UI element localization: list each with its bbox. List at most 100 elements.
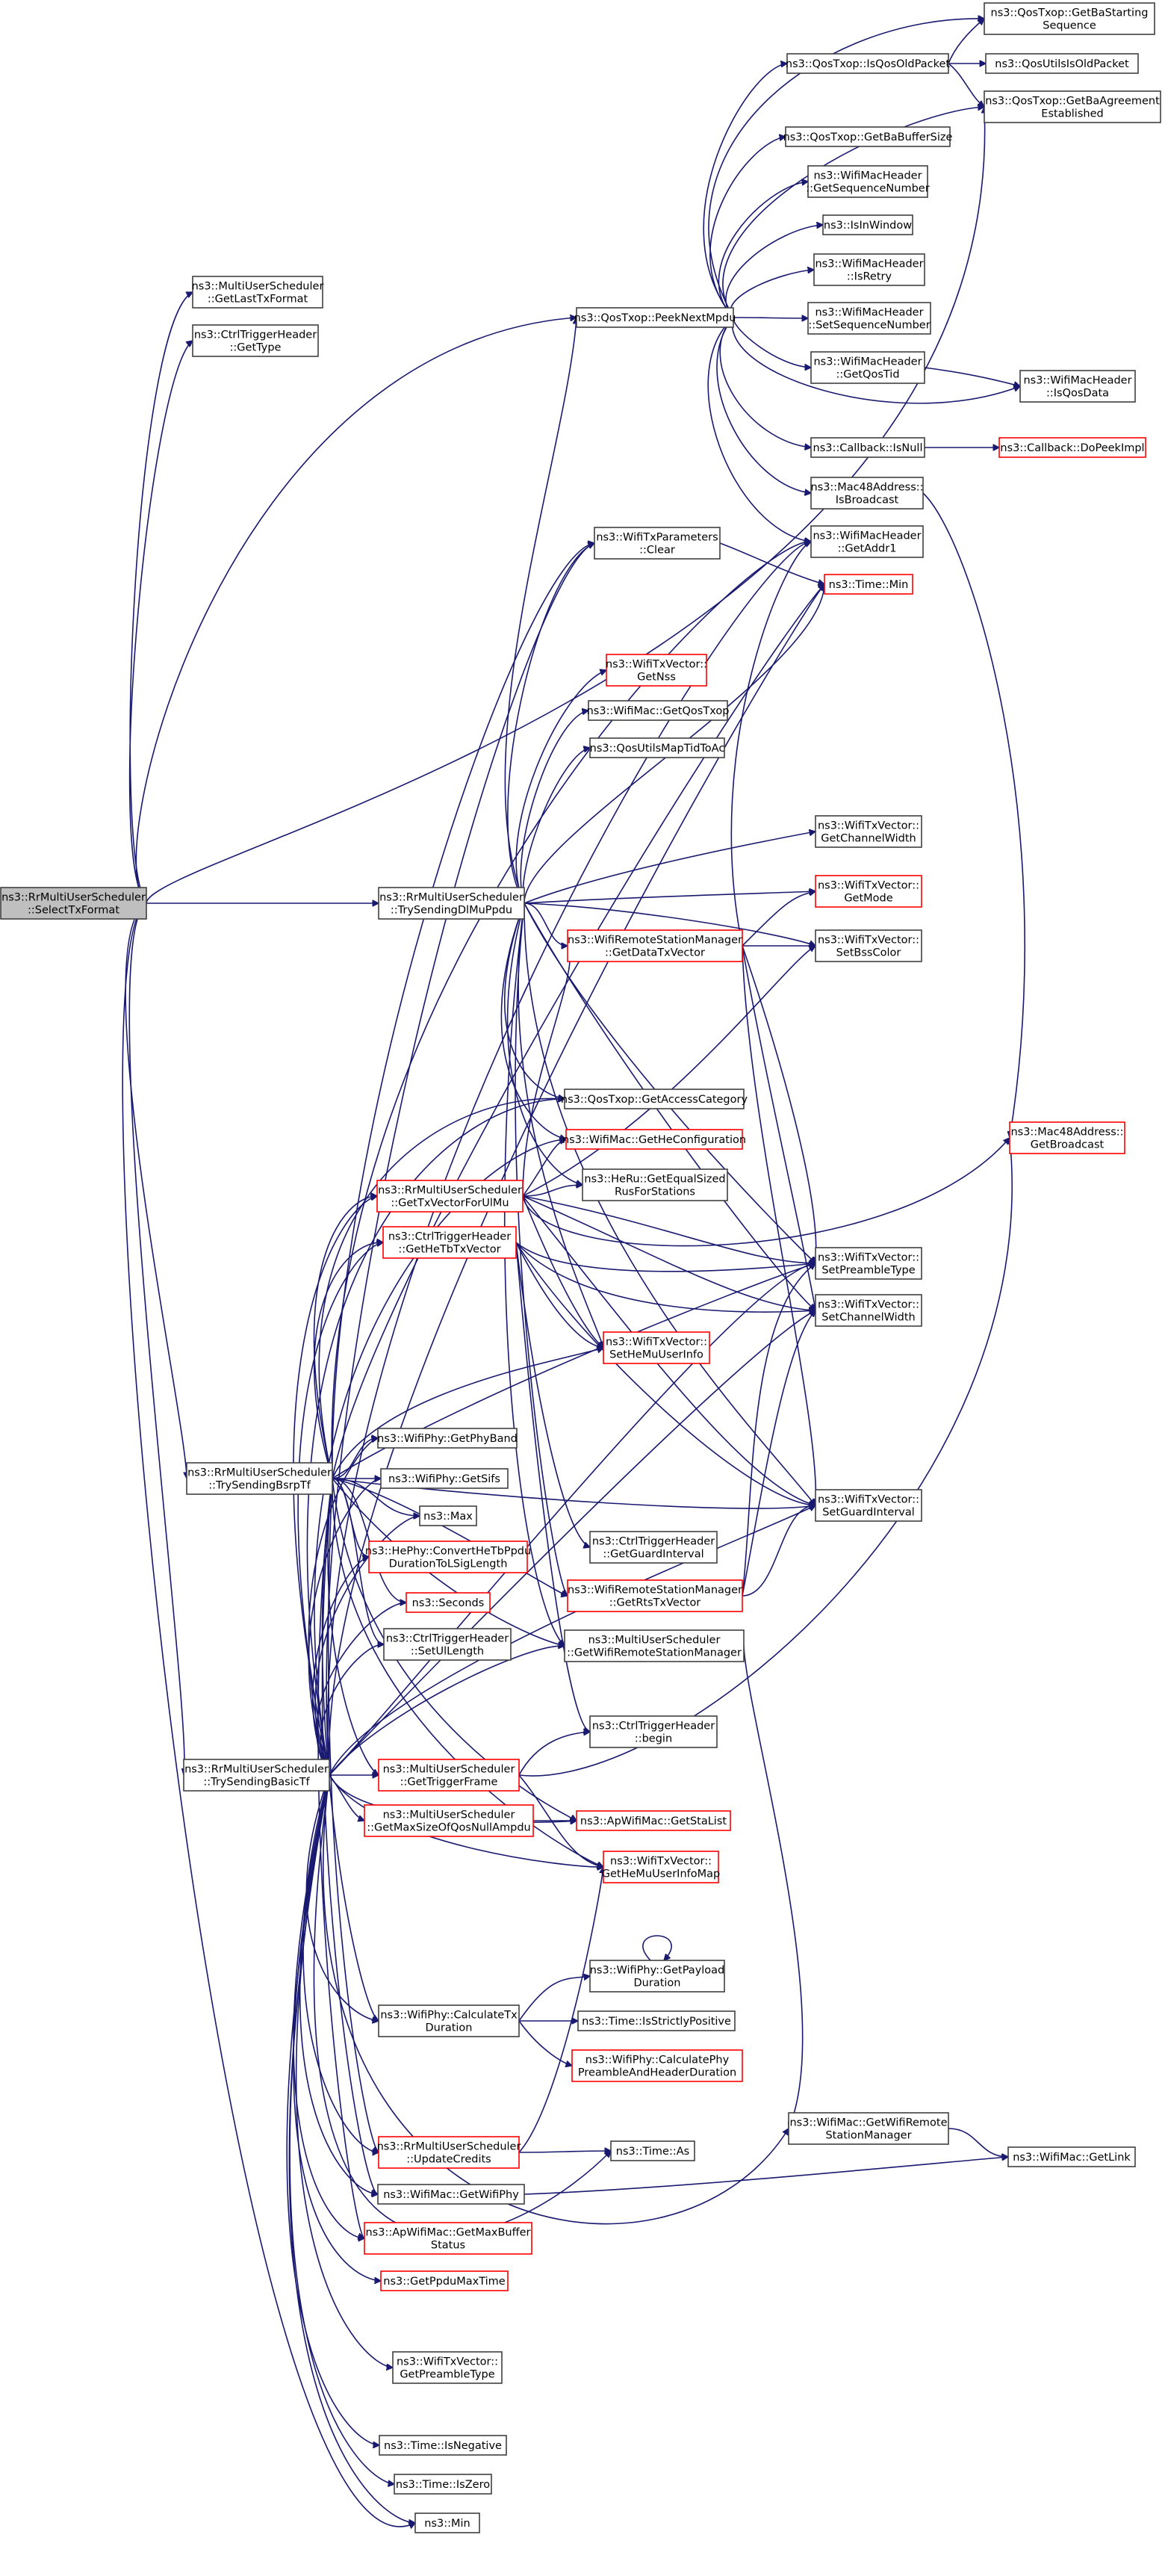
node-get-ba-buffer-size[interactable]: ns3::QosTxop::GetBaBufferSize [783, 126, 953, 147]
edge-path [518, 1867, 603, 2153]
node-get-max-size-qos-null[interactable]: ns3::MultiUserScheduler::GetMaxSizeOfQos… [364, 1804, 534, 1837]
node-time-min[interactable]: ns3::Time::Min [824, 574, 913, 595]
node-get-wifi-remote-sm[interactable]: ns3::MultiUserScheduler::GetWifiRemoteSt… [564, 1629, 745, 1662]
edge-try-sending-bsrp-to-get-addr1 [331, 542, 811, 1479]
node-box [376, 1180, 524, 1213]
edge-is-broadcast-to-get-broadcast [922, 492, 1025, 1138]
node-label-line: ns3::Callback::IsNull [813, 442, 923, 454]
edge-get-he-tb-tx-vector-to-set-preamble-type [515, 1242, 816, 1272]
node-get-phy-band[interactable]: ns3::WifiPhy::GetPhyBand [377, 1428, 518, 1449]
node-max[interactable]: ns3::Max [419, 1505, 477, 1526]
node-box [822, 214, 913, 235]
edge-get-data-tx-vector-to-get-mode [742, 891, 816, 947]
node-set-bss-color[interactable]: ns3::WifiTxVector::SetBssColor [815, 929, 922, 962]
node-get-ppdu-max-time[interactable]: ns3::GetPpduMaxTime [380, 2270, 509, 2291]
node-box [571, 2049, 743, 2082]
node-set-preamble-type[interactable]: ns3::WifiTxVector::SetPreambleType [815, 1247, 922, 1280]
node-is-in-window[interactable]: ns3::IsInWindow [822, 214, 913, 235]
node-get-trigger-frame[interactable]: ns3::MultiUserScheduler::GetTriggerFrame [378, 1759, 520, 1792]
node-get-wifi-phy[interactable]: ns3::WifiMac::GetWifiPhy [377, 2184, 525, 2205]
node-label-line: SetChannelWidth [821, 1312, 915, 1324]
node-min[interactable]: ns3::Min [414, 2512, 480, 2533]
node-ctrl-get-guard-interval[interactable]: ns3::CtrlTriggerHeader::GetGuardInterval [589, 1531, 718, 1564]
node-seconds[interactable]: ns3::Seconds [406, 1592, 491, 1613]
node-is-qos-data[interactable]: ns3::WifiMacHeader::IsQosData [1019, 370, 1136, 403]
node-is-broadcast[interactable]: ns3::Mac48Address::IsBroadcast [810, 477, 924, 510]
node-get-sta-list[interactable]: ns3::ApWifiMac::GetStaList [576, 1810, 731, 1831]
node-get-nss[interactable]: ns3::WifiTxVector::GetNss [606, 654, 707, 687]
node-calc-phy-preamble[interactable]: ns3::WifiPhy::CalculatePhyPreambleAndHea… [571, 2049, 743, 2082]
node-get-last-tx-format[interactable]: ns3::MultiUserScheduler::GetLastTxFormat [192, 276, 324, 309]
edge-try-sending-bsrp-to-get-access-category [318, 1098, 565, 1479]
edge-try-sending-bsrp-to-set-he-mu-user-info [332, 1348, 603, 1479]
node-label-line: ::IsQosData [1046, 388, 1109, 400]
node-box [567, 929, 743, 962]
node-is-qos-old-packet[interactable]: ns3::QosTxop::IsQosOldPacket [786, 53, 950, 74]
node-time-as[interactable]: ns3::Time::As [610, 2140, 695, 2161]
node-update-credits[interactable]: ns3::RrMultiUserScheduler::UpdateCredits [377, 2136, 521, 2169]
node-get-rts-tx-vector[interactable]: ns3::WifiRemoteStationManager::GetRtsTxV… [567, 1579, 743, 1612]
node-get-preamble-type[interactable]: ns3::WifiTxVector::GetPreambleType [392, 2351, 503, 2384]
edge-path [506, 902, 582, 1185]
node-mac-get-wifi-remote-sm[interactable]: ns3::WifiMac::GetWifiRemoteStationManage… [788, 2112, 949, 2145]
node-get-tx-vector-for-ul-mu[interactable]: ns3::RrMultiUserScheduler::GetTxVectorFo… [376, 1180, 524, 1213]
node-is-zero[interactable]: ns3::Time::IsZero [394, 2474, 492, 2495]
node-get-broadcast[interactable]: ns3::Mac48Address::GetBroadcast [1009, 1121, 1125, 1154]
node-tx-params-clear[interactable]: ns3::WifiTxParameters::Clear [594, 527, 721, 560]
node-set-ul-length[interactable]: ns3::CtrlTriggerHeader::SetUlLength [383, 1628, 512, 1661]
node-peek-next-mpdu[interactable]: ns3::QosTxop::PeekNextMpdu [574, 307, 736, 328]
node-qos-utils-map-tid-to-ac[interactable]: ns3::QosUtilsMapTidToAc [589, 737, 725, 758]
edge-path [743, 1645, 804, 2128]
edge-peek-next-mpdu-to-get-addr1 [707, 317, 811, 542]
node-get-data-tx-vector[interactable]: ns3::WifiRemoteStationManager::GetDataTx… [567, 929, 743, 962]
node-get-he-tb-tx-vector[interactable]: ns3::CtrlTriggerHeader::GetHeTbTxVector [382, 1226, 517, 1259]
node-box [192, 324, 319, 357]
edge-get-tx-vector-for-ul-mu-to-set-channel-width [522, 1195, 816, 1310]
node-try-sending-basic[interactable]: ns3::RrMultiUserScheduler::TrySendingBas… [183, 1759, 330, 1792]
node-box [582, 1168, 728, 1201]
node-qos-utils-is-old-packet[interactable]: ns3::QosUtilsIsOldPacket [985, 53, 1139, 74]
node-get-he-configuration[interactable]: ns3::WifiMac::GetHeConfiguration [562, 1129, 746, 1150]
node-convert-he-tb[interactable]: ns3::HePhy::ConvertHeTbPpduDurationToLSi… [365, 1541, 531, 1573]
node-get-qos-tid[interactable]: ns3::WifiMacHeader::GetQosTid [810, 351, 925, 384]
node-set-sequence-number[interactable]: ns3::WifiMacHeader::SetSequenceNumber [807, 302, 931, 335]
node-is-negative[interactable]: ns3::Time::IsNegative [379, 2435, 507, 2456]
node-get-link[interactable]: ns3::WifiMac::GetLink [1007, 2146, 1136, 2167]
node-get-addr1[interactable]: ns3::WifiMacHeader::GetAddr1 [810, 525, 924, 558]
node-box [406, 1592, 491, 1613]
node-try-sending-bsrp[interactable]: ns3::RrMultiUserScheduler::TrySendingBsr… [186, 1462, 333, 1495]
node-get-sequence-number[interactable]: ns3::WifiMacHeader::GetSequenceNumber [806, 165, 930, 198]
node-get-mode[interactable]: ns3::WifiTxVector::GetMode [815, 875, 922, 908]
node-do-peek-impl[interactable]: ns3::Callback::DoPeekImpl [998, 437, 1146, 458]
node-ctrl-get-type[interactable]: ns3::CtrlTriggerHeader::GetType [192, 324, 319, 357]
node-label-line: ::GetTriggerFrame [400, 1777, 498, 1789]
node-get-channel-width[interactable]: ns3::WifiTxVector::GetChannelWidth [815, 815, 922, 848]
edge-try-sending-dl-to-get-channel-width [524, 832, 816, 904]
node-label-line: ns3::WifiMacHeader [815, 258, 923, 270]
node-label-line: Status [431, 2240, 465, 2252]
node-callback-is-null[interactable]: ns3::Callback::IsNull [810, 437, 925, 458]
node-ctrl-begin[interactable]: ns3::CtrlTriggerHeader::begin [589, 1715, 718, 1748]
node-label-line: ns3::HeRu::GetEqualSized [584, 1174, 725, 1186]
node-try-sending-dl[interactable]: ns3::RrMultiUserScheduler::TrySendingDlM… [378, 887, 525, 920]
node-box [998, 437, 1146, 458]
node-set-guard-interval[interactable]: ns3::WifiTxVector::SetGuardInterval [815, 1489, 922, 1522]
node-get-sifs[interactable]: ns3::WifiPhy::GetSifs [380, 1468, 509, 1489]
node-is-strictly-positive[interactable]: ns3::Time::IsStrictlyPositive [577, 2010, 736, 2031]
node-label-line: ns3::QosTxop::IsQosOldPacket [786, 58, 950, 70]
edge-path [522, 1195, 816, 1263]
node-set-channel-width[interactable]: ns3::WifiTxVector::SetChannelWidth [815, 1294, 922, 1327]
node-set-he-mu-user-info[interactable]: ns3::WifiTxVector::SetHeMuUserInfo [603, 1331, 710, 1364]
node-get-qos-txop[interactable]: ns3::WifiMac::GetQosTxop [587, 700, 730, 721]
node-is-retry[interactable]: ns3::WifiMacHeader::IsRetry [813, 253, 925, 286]
node-get-access-category[interactable]: ns3::QosTxop::GetAccessCategory [561, 1089, 748, 1109]
node-box [183, 1759, 330, 1792]
node-get-he-mu-user-info-map[interactable]: ns3::WifiTxVector::GetHeMuUserInfoMap [602, 1851, 720, 1883]
node-box [392, 2351, 503, 2384]
